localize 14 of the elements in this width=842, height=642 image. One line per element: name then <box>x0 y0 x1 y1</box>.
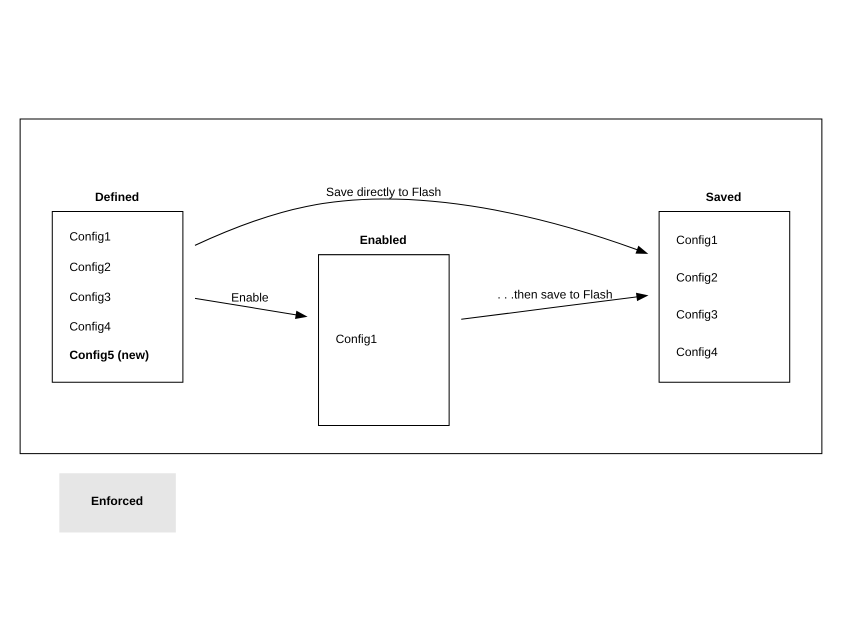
edge-label: Enable <box>231 290 269 304</box>
arrow <box>194 198 648 254</box>
edge-label: . . .then save to Flash <box>497 286 613 301</box>
node-box: Config1 Config2 Config3 Config4 <box>658 210 790 382</box>
node-label: Saved <box>706 190 742 204</box>
arrow <box>461 292 648 320</box>
node-box: Config1 <box>318 254 450 426</box>
cluster <box>20 118 822 454</box>
arrow <box>194 297 308 318</box>
edge-label: Save directly to Flash <box>326 184 442 199</box>
node-label: Enabled <box>360 232 407 247</box>
node-box: Config1 Config2 Config3 Config4 Config5 (new) <box>52 210 184 382</box>
node-label: Defined <box>94 190 140 204</box>
node-box: Enforced <box>59 472 176 532</box>
